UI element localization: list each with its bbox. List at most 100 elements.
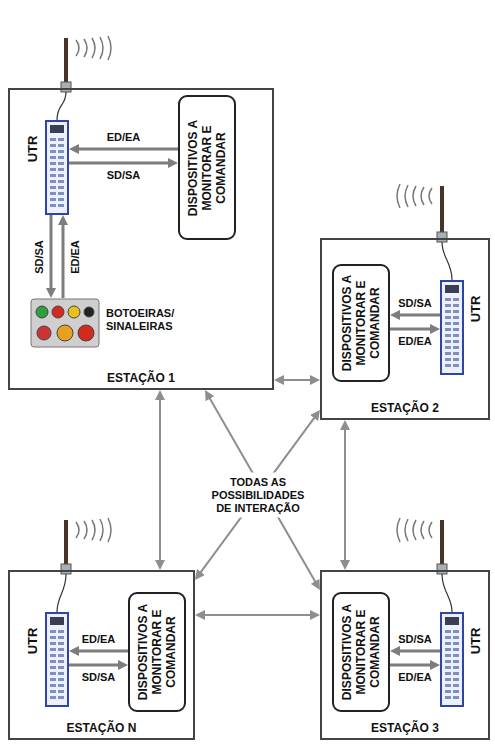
- rtu-io-led: [50, 666, 56, 669]
- rtu-io-led: [58, 672, 64, 675]
- rtu-io-led: [445, 654, 451, 657]
- antenna-cable: [57, 92, 66, 120]
- rtu-art: [442, 614, 462, 705]
- rtu-io-led: [445, 298, 451, 301]
- field-devices-box: DISPOSITIVOS A MONITORAR E COMANDAR: [128, 592, 186, 712]
- signal-label: SD/SA: [82, 671, 116, 683]
- rtu-io-led: [50, 156, 56, 159]
- rtu-io-led: [50, 636, 56, 639]
- rtu-io-led: [58, 696, 64, 699]
- rtu-io-led: [445, 328, 451, 331]
- pushbutton: [36, 306, 48, 318]
- signal-arrow: [390, 664, 434, 667]
- signal-arrow: [50, 215, 53, 292]
- rtu-io-led: [453, 684, 459, 687]
- rtu-io-led: [453, 364, 459, 367]
- field-devices-box: DISPOSITIVOS A MONITORAR E COMANDAR: [178, 95, 236, 240]
- panel-label: BOTOEIRAS/ SINALEIRAS: [106, 307, 174, 333]
- rtu-io-led: [453, 648, 459, 651]
- rtu-io-led: [453, 678, 459, 681]
- rtu-device: UTR: [440, 612, 464, 707]
- rtu-io-led: [50, 690, 56, 693]
- signal-label: ED/EA: [82, 633, 116, 645]
- link-arrow: [159, 396, 161, 564]
- rtu-io-led: [50, 648, 56, 651]
- rtu-io-led: [453, 304, 459, 307]
- rtu-io-led: [58, 180, 64, 183]
- rtu-io-led: [445, 642, 451, 645]
- link-arrow: [344, 426, 346, 564]
- rtu-device: UTR: [45, 612, 69, 707]
- rtu-io-led: [445, 636, 451, 639]
- rtu-io-led: [58, 660, 64, 663]
- antenna-cable: [57, 574, 66, 612]
- rtu-io-led: [453, 352, 459, 355]
- rtu-io-led: [445, 684, 451, 687]
- antenna: [397, 518, 452, 612]
- rtu-io-led: [50, 678, 56, 681]
- field-devices-box: DISPOSITIVOS A MONITORAR E COMANDAR: [332, 264, 390, 382]
- rtu-art: [47, 122, 67, 213]
- station-label: ESTAÇÃO 2: [322, 401, 488, 415]
- rtu-io-led: [50, 162, 56, 165]
- rtu-io-led: [58, 678, 64, 681]
- signal-arrow: [75, 650, 128, 653]
- rtu-io-led: [58, 138, 64, 141]
- panel-art: [30, 298, 100, 348]
- rtu-io-led: [453, 346, 459, 349]
- antenna: [57, 518, 111, 612]
- signal-label: SD/SA: [107, 169, 141, 181]
- rtu-io-led: [58, 192, 64, 195]
- antenna-bracket: [61, 564, 71, 574]
- rtu-io-led: [453, 672, 459, 675]
- antenna: [397, 184, 452, 280]
- pushbutton: [52, 306, 64, 318]
- rtu-io-led: [58, 642, 64, 645]
- station-box: ESTAÇÃO 2 DISPOSITIVOS A MONITORAR E COMA…: [320, 238, 490, 420]
- rtu-io-led: [50, 660, 56, 663]
- rtu-io-led: [50, 204, 56, 207]
- radio-waves: [397, 518, 432, 542]
- rtu-io-led: [50, 174, 56, 177]
- rtu-io-led: [58, 684, 64, 687]
- signal-arrow: [396, 650, 440, 653]
- rtu-io-led: [58, 144, 64, 147]
- rtu-io-led: [453, 334, 459, 337]
- antenna-rod: [64, 520, 68, 564]
- rtu-io-led: [58, 630, 64, 633]
- antenna-bracket: [437, 564, 447, 574]
- rtu-io-led: [453, 340, 459, 343]
- station-label: ESTAÇÃO 1: [10, 371, 272, 385]
- pushbutton: [37, 326, 51, 340]
- rtu-io-led: [50, 684, 56, 687]
- rtu-io-led: [445, 310, 451, 313]
- station-box: ESTAÇÃO NUTRDISPOSITIVOS A MONITORAR E C…: [8, 570, 195, 740]
- rtu-io-led: [58, 654, 64, 657]
- antenna-rod: [64, 38, 68, 84]
- rtu-io-led: [50, 180, 56, 183]
- rtu-display: [445, 285, 459, 293]
- rtu-io-led: [445, 340, 451, 343]
- rtu-display: [50, 125, 64, 133]
- rtu-io-led: [453, 630, 459, 633]
- rtu-label: UTR: [469, 296, 483, 323]
- rtu-io-led: [445, 322, 451, 325]
- rtu-io-led: [50, 168, 56, 171]
- pushbutton: [84, 307, 94, 317]
- rtu-io-led: [453, 328, 459, 331]
- rtu-io-led: [50, 696, 56, 699]
- rtu-io-led: [50, 654, 56, 657]
- rtu-io-led: [50, 198, 56, 201]
- pushbutton: [68, 306, 80, 318]
- rtu-io-led: [445, 334, 451, 337]
- rtu-io-led: [445, 364, 451, 367]
- link-arrow: [201, 614, 314, 616]
- signal-label: ED/EA: [69, 240, 81, 274]
- station-box: ESTAÇÃO 1UTRDISPOSITIVOS A MONITORAR E C…: [8, 88, 274, 390]
- rtu-io-led: [58, 150, 64, 153]
- signal-label: SD/SA: [398, 297, 432, 309]
- rtu-io-led: [445, 352, 451, 355]
- radio-waves: [76, 36, 111, 60]
- rtu-label: UTR: [469, 628, 483, 655]
